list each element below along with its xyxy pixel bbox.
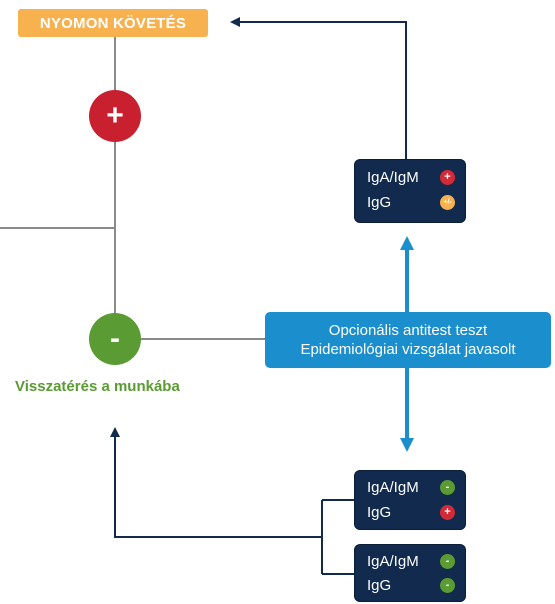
top-result-card: IgA/IgM + IgG +/- [355,160,465,222]
test-name: IgA/IgM [367,168,419,186]
top-card-to-followup-arrow [230,17,407,160]
test-name: IgG [367,193,392,211]
bottom-result-card-1: IgA/IgM - IgG + [355,471,465,529]
negative-result-icon: - [89,313,141,365]
test-name: IgG [367,503,392,521]
card-row: IgG +/- [367,191,455,213]
bracket-to-return-arrow [110,427,322,538]
epidemiology-line: Epidemiológiai vizsgálat javasolt [300,341,516,358]
positive-dot-icon: + [440,504,455,520]
negative-dot-icon: - [440,577,455,593]
follow-up-badge: NYOMON KÖVETÉS [18,9,208,37]
card-row: IgA/IgM - [367,550,455,572]
card-row: IgG + [367,501,455,523]
indeterminate-dot-icon: +/- [440,194,455,210]
card-row: IgG - [367,574,455,596]
test-name: IgA/IgM [367,478,419,496]
negative-dot-icon: - [440,479,455,495]
card-row: IgA/IgM - [367,476,455,498]
positive-result-icon: + [89,90,141,142]
optional-test-box: Opcionális antitest teszt Epidemiológiai… [265,312,551,368]
return-to-work-label: Visszatérés a munkába [15,378,180,395]
positive-dot-icon: + [440,169,455,185]
card-row: IgA/IgM + [367,166,455,188]
test-name: IgG [367,576,392,594]
negative-dot-icon: - [440,553,455,569]
bottom-result-card-2: IgA/IgM - IgG - [355,545,465,601]
test-name: IgA/IgM [367,552,419,570]
optional-test-line: Opcionális antitest teszt [328,322,488,339]
